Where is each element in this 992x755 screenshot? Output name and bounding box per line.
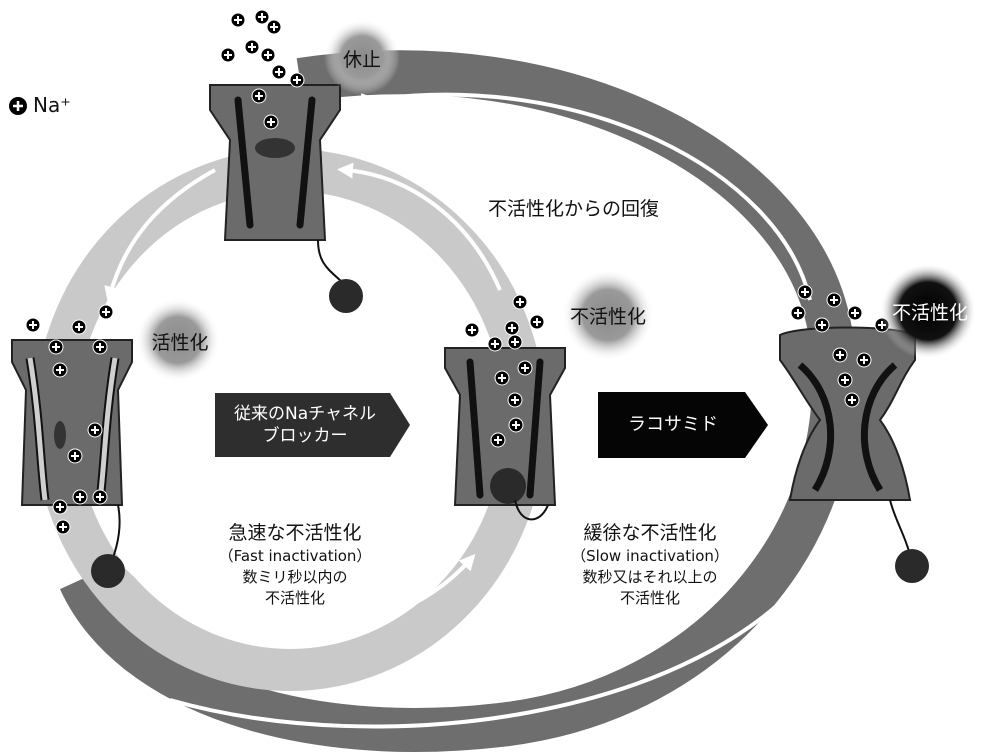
sodium-ion-icon bbox=[507, 392, 523, 408]
slow-inactivation-block: 緩徐な不活性化 （Slow inactivation） 数秒又はそれ以上の 不活… bbox=[545, 520, 755, 609]
outer-ring bbox=[59, 50, 856, 752]
sodium-ion-icon bbox=[260, 47, 276, 63]
sodium-ion-icon bbox=[790, 305, 806, 321]
sodium-ion-icon bbox=[25, 317, 41, 333]
sodium-ion-icon bbox=[55, 519, 71, 535]
state-resting-label: 休止 bbox=[342, 48, 381, 71]
sodium-ion-icon bbox=[529, 314, 545, 330]
slow-inactivation-desc2: 不活性化 bbox=[619, 589, 680, 607]
sodium-ion-icon bbox=[507, 334, 523, 350]
slow-inactivated-glow bbox=[880, 263, 976, 359]
sodium-ion-icon bbox=[52, 362, 68, 378]
fast-inactivation-desc2: 不活性化 bbox=[264, 589, 325, 607]
sodium-ion-icon bbox=[263, 114, 279, 130]
sodium-ion-icon bbox=[844, 392, 860, 408]
sodium-ion-icon bbox=[847, 305, 863, 321]
resting-glow bbox=[324, 19, 400, 95]
sodium-ion-icon bbox=[512, 294, 528, 310]
sodium-ion-icon bbox=[92, 339, 108, 355]
sodium-ion-icon bbox=[289, 72, 305, 88]
sodium-ion-icon bbox=[220, 47, 236, 63]
conventional-blocker-line2: ブロッカー bbox=[262, 426, 348, 446]
slow-inactivation-english: （Slow inactivation） bbox=[571, 547, 729, 565]
fast-inactivation-block: 急速な不活性化 （Fast inactivation） 数ミリ秒以内の 不活性化 bbox=[195, 520, 395, 609]
conventional-blocker-banner-shape bbox=[215, 393, 410, 457]
sodium-ion-icon bbox=[504, 320, 520, 336]
recovery-label: 不活性化からの回復 bbox=[488, 198, 660, 220]
sodium-ion-icon bbox=[71, 319, 87, 335]
sodium-ion-icon bbox=[797, 284, 813, 300]
activated-glow bbox=[136, 298, 220, 382]
sodium-ion-icon bbox=[517, 360, 533, 376]
sodium-ion-icon bbox=[814, 317, 830, 333]
state-slow-inactivated-label: 不活性化 bbox=[891, 301, 968, 324]
sodium-ion-icon bbox=[98, 304, 114, 320]
sodium-ion-icon bbox=[464, 322, 480, 338]
state-activated-label: 活性化 bbox=[151, 331, 209, 354]
sodium-ion-icon bbox=[244, 39, 260, 55]
sodium-ion-icon bbox=[490, 432, 506, 448]
channel-resting bbox=[209, 84, 363, 313]
channel-activated bbox=[11, 339, 133, 588]
sodium-ion-icon bbox=[230, 12, 246, 28]
sodium-ion-icon bbox=[87, 422, 103, 438]
conventional-blocker-line1: 従来のNaチャネル bbox=[234, 404, 376, 424]
sodium-ion-icon bbox=[266, 19, 282, 35]
state-fast-inactivated-label: 不活性化 bbox=[569, 305, 646, 328]
fast-inactivated-glow bbox=[562, 269, 654, 361]
conventional-blocker-banner: 従来のNaチャネル ブロッカー bbox=[215, 393, 395, 457]
sodium-ion-group bbox=[25, 9, 890, 535]
sodium-ion-icon bbox=[508, 417, 524, 433]
lacosamide-banner: ラコサミド bbox=[628, 414, 718, 435]
fast-inactivation-desc1: 数ミリ秒以内の bbox=[242, 568, 348, 586]
channel-slow-inactivated bbox=[779, 326, 929, 583]
channel-fast-inactivated bbox=[444, 347, 566, 521]
legend-na-label: Na⁺ bbox=[33, 93, 71, 117]
slow-inactivation-title: 緩徐な不活性化 bbox=[583, 522, 717, 544]
sodium-ion-icon bbox=[72, 489, 88, 505]
slow-inactivation-desc1: 数秒又はそれ以上の bbox=[582, 568, 718, 586]
sodium-ion-icon bbox=[837, 372, 853, 388]
sodium-ion-icon bbox=[48, 339, 64, 355]
sodium-ion-icon bbox=[856, 352, 872, 368]
lacosamide-banner-shape bbox=[598, 392, 768, 458]
inactivation-gate-ball bbox=[329, 279, 363, 313]
sodium-ion-icon bbox=[487, 336, 503, 352]
sodium-ion-icon bbox=[52, 499, 68, 515]
sodium-ion-icon bbox=[832, 347, 848, 363]
sodium-ion-icon bbox=[271, 64, 287, 80]
sodium-ion-icon bbox=[92, 489, 108, 505]
fast-inactivation-title: 急速な不活性化 bbox=[228, 522, 362, 544]
sodium-ion-icon bbox=[826, 292, 842, 308]
sodium-ion-icon bbox=[251, 88, 267, 104]
fast-inactivation-english: （Fast inactivation） bbox=[218, 547, 372, 565]
sodium-ion-icon bbox=[67, 448, 83, 464]
sodium-ion-icon bbox=[494, 370, 510, 386]
sodium-ion-icon bbox=[254, 9, 270, 25]
